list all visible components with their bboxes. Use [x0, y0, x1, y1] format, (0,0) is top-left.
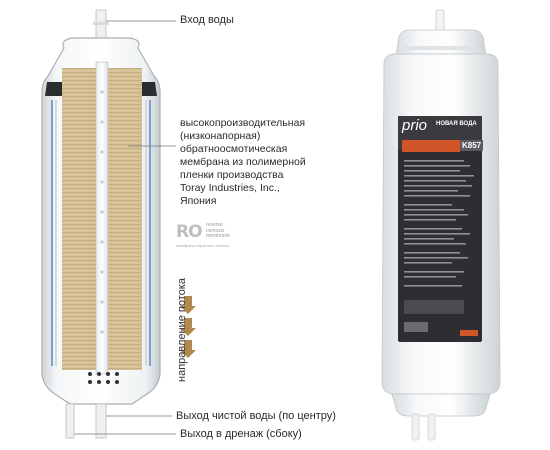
membrane-label-line: мембрана из полимерной [180, 156, 306, 168]
bottom-ports [88, 372, 119, 384]
product-brand-sub: НОВАЯ ВОДА [436, 121, 477, 127]
membrane-label: высокопроизводительная (низконапорная) о… [180, 117, 380, 208]
ro-logo-text-line: osmosis [206, 227, 225, 234]
membrane-roll-right [108, 68, 142, 370]
top-seal-left [45, 82, 62, 96]
membrane-label-line: Toray Industries, Inc., [180, 182, 280, 194]
inlet-label: Вход воды [180, 14, 234, 26]
product-model: K857 [460, 140, 484, 151]
ro-logo-mark: RO [176, 222, 203, 242]
clean-outlet-pipe [95, 403, 107, 439]
top-seal-right [140, 82, 157, 96]
membrane-roll-left [62, 68, 98, 370]
flow-direction-label: направление потока [176, 278, 188, 382]
flow-arrows [180, 296, 196, 358]
membrane-label-line: высокопроизводительная [180, 117, 306, 129]
ro-logo: RO reverse osmosis membrane мембрана обр… [176, 222, 246, 248]
drain-outlet-label: Выход в дренаж (сбоку) [180, 428, 302, 440]
membrane-label-line: обратноосмотическая [180, 143, 288, 155]
permeate-holes [100, 90, 104, 334]
membrane-label-line: Япония [180, 195, 217, 207]
product-cartridge [381, 9, 501, 441]
product-brand: prio [402, 117, 428, 134]
membrane-label-line: пленки производства [180, 169, 284, 181]
ro-logo-text-line: reverse [206, 222, 223, 228]
clean-outlet-label: Выход чистой воды (по центру) [176, 410, 336, 422]
ro-logo-text-line: membrane [206, 233, 230, 239]
ro-logo-text: reverse osmosis membrane [206, 222, 230, 240]
ro-logo-subtitle: мембрана обратного осмоса [176, 243, 230, 248]
drain-outlet-pipe [65, 403, 75, 439]
inlet-pipe [93, 9, 109, 41]
permeate-tube [95, 61, 109, 375]
membrane-label-line: (низконапорная) [180, 130, 261, 142]
